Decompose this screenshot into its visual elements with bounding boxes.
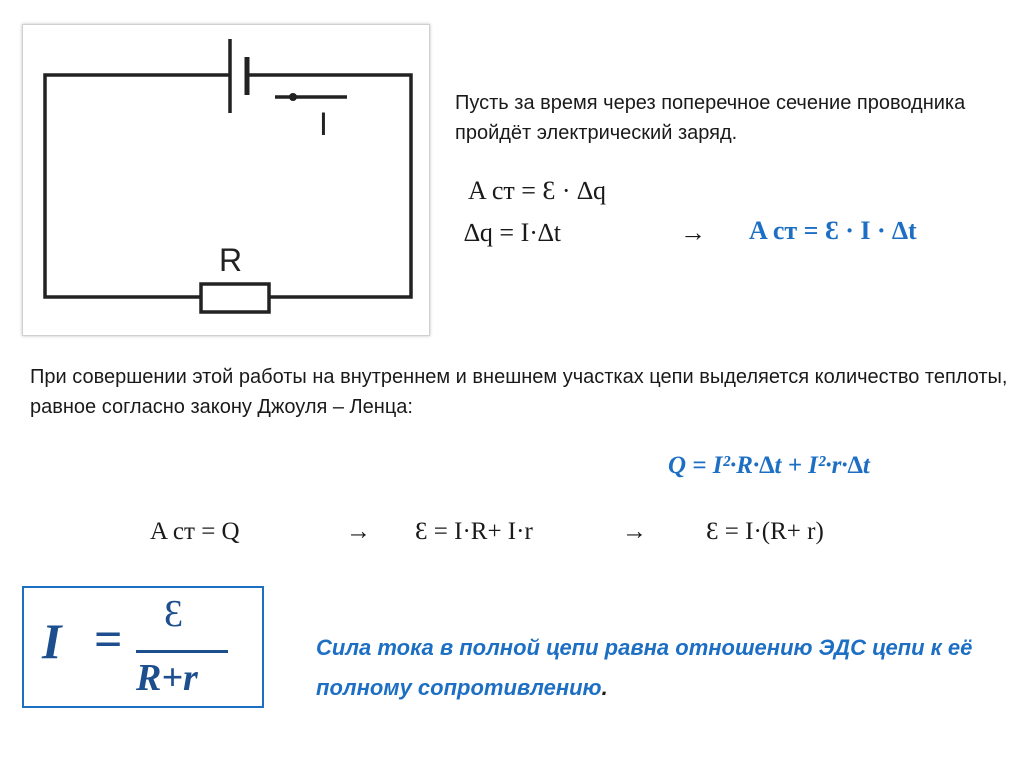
fraction-bar bbox=[136, 650, 228, 653]
current-dot bbox=[289, 93, 297, 101]
equation-work: A cт = Ɛ · ∆q bbox=[468, 176, 606, 205]
conclusion-period: . bbox=[601, 675, 608, 700]
formula-numerator: Ɛ bbox=[164, 593, 184, 635]
formula-lhs: I bbox=[42, 613, 62, 669]
equation-heat: Q = I²·R·∆t + I²·r·∆t bbox=[668, 452, 870, 479]
arrow-2: → bbox=[346, 518, 371, 545]
equation-emf-factored: Ɛ = I·(R+ r) bbox=[706, 518, 824, 545]
formula-equals: = bbox=[94, 611, 123, 667]
equation-charge: ∆q = I·∆t bbox=[464, 218, 562, 247]
circuit-svg: I R bbox=[43, 39, 413, 314]
resistor-label: R bbox=[219, 242, 242, 278]
equation-emf-sum: Ɛ = I·R+ I·r bbox=[415, 518, 533, 545]
conclusion-text: Сила тока в полной цепи равна отношению … bbox=[316, 628, 1016, 708]
conclusion-body: Сила тока в полной цепи равна отношению … bbox=[316, 635, 973, 700]
circuit-diagram: I R bbox=[22, 24, 430, 336]
formula-denominator: R+r bbox=[136, 657, 198, 699]
intro-text: Пусть за время через поперечное сечение … bbox=[455, 92, 966, 144]
arrow-3: → bbox=[622, 518, 647, 545]
wire-top-left bbox=[43, 73, 230, 299]
equation-a-equals-q: A cт = Q bbox=[150, 518, 240, 545]
joule-text: При совершении этой работы на внутреннем… bbox=[30, 366, 1008, 418]
resistor bbox=[199, 282, 271, 314]
equation-work-result: A cт = Ɛ · I · ∆t bbox=[749, 216, 917, 245]
ohm-law-formula-box: I = Ɛ R+r bbox=[22, 586, 264, 708]
wire-top-right bbox=[247, 73, 413, 299]
current-label: I bbox=[319, 106, 328, 142]
arrow-1: → bbox=[680, 218, 706, 247]
